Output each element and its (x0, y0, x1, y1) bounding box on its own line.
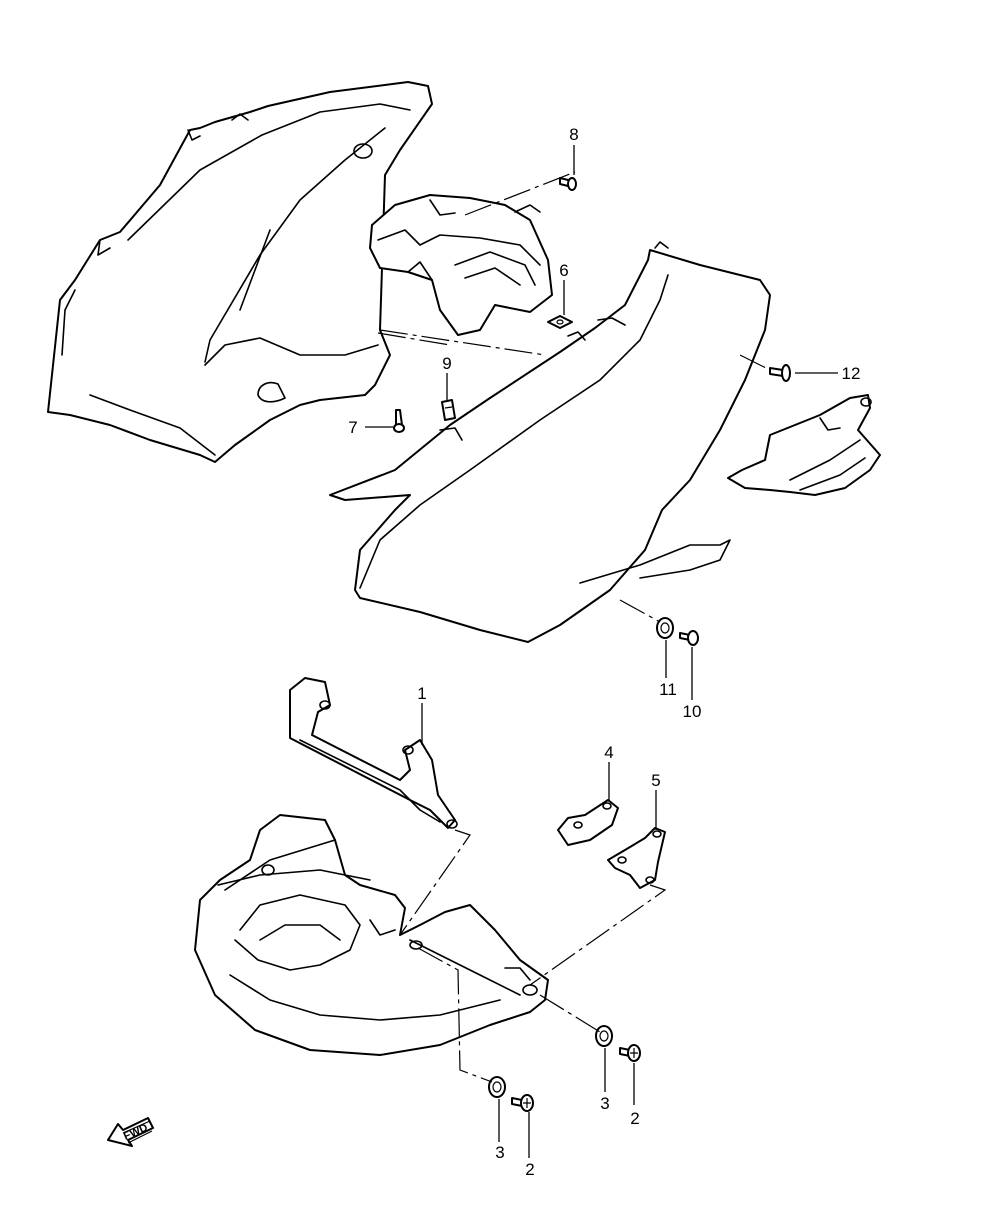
side-cowling-left (47, 81, 433, 463)
screw-2-left (511, 1094, 534, 1112)
callout-12: 12 (842, 364, 861, 383)
bracket-assembly (289, 677, 458, 829)
callout-3-left: 3 (495, 1143, 504, 1162)
callout-2-right: 2 (630, 1109, 639, 1128)
inner-duct (369, 194, 553, 336)
clip-9 (441, 399, 456, 421)
screw-7 (393, 409, 405, 433)
callout-4: 4 (604, 743, 613, 762)
brace-4 (557, 799, 619, 846)
brace-5 (607, 827, 666, 889)
callout-2-left: 2 (525, 1160, 534, 1179)
callout-10: 10 (683, 702, 702, 721)
callout-6: 6 (559, 261, 568, 280)
callout-3-right: 3 (600, 1094, 609, 1113)
callout-8: 8 (569, 125, 578, 144)
alignment-lines (377, 171, 771, 1083)
callout-labels: 8 6 7 9 12 11 10 1 4 5 3 2 3 2 (348, 125, 860, 1179)
screw-10 (679, 630, 699, 646)
grommet-11 (656, 617, 674, 639)
callout-9: 9 (442, 354, 451, 373)
leader-lines (365, 145, 838, 1158)
grommet-3-right (595, 1025, 613, 1047)
fwd-arrow-icon: FWD (107, 1117, 154, 1147)
grommet-3-left (488, 1076, 506, 1098)
callout-7: 7 (348, 418, 357, 437)
callout-1: 1 (417, 684, 426, 703)
lower-cowling-right (329, 241, 771, 643)
under-cowling (194, 814, 549, 1056)
callout-5: 5 (651, 771, 660, 790)
small-bracket-right (727, 394, 881, 496)
screw-8 (559, 177, 577, 191)
screw-12 (769, 364, 791, 382)
screw-2-right (619, 1044, 641, 1062)
callout-11: 11 (659, 680, 677, 699)
nut-clip-6 (547, 315, 573, 329)
